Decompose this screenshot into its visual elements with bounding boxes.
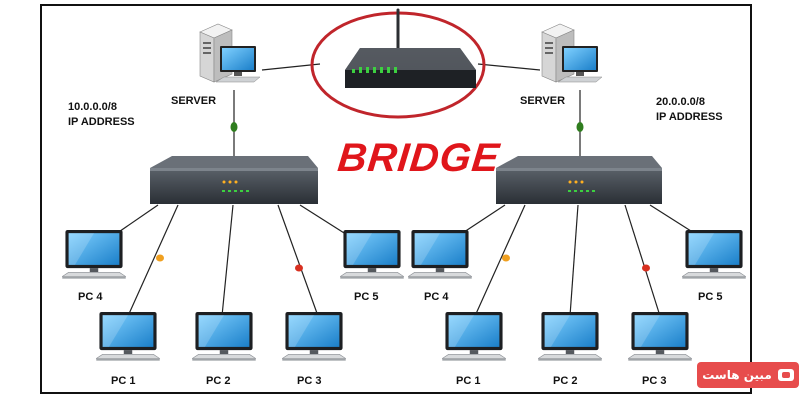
pc5-right-icon xyxy=(682,230,746,280)
right-switch-links xyxy=(454,204,703,317)
pc-label-left-4: PC 4 xyxy=(78,291,103,303)
right-ip-block: 20.0.0.0/8 IP ADDRESS xyxy=(656,95,723,125)
bridge-router-icon xyxy=(310,8,486,119)
bridge-title: BRIDGE xyxy=(335,136,502,180)
pc1-right-icon xyxy=(442,312,506,362)
left-switch-links xyxy=(109,204,353,317)
pc-label-left-2: PC 2 xyxy=(206,375,231,387)
connector-right-pc1 xyxy=(502,254,510,262)
switch-left-icon xyxy=(150,156,318,204)
pc-label-right-3: PC 3 xyxy=(642,375,667,387)
pc-label-left-5: PC 5 xyxy=(354,291,379,303)
pc4-right-icon xyxy=(408,230,472,280)
pc-label-left-3: PC 3 xyxy=(297,375,322,387)
pc-label-right-2: PC 2 xyxy=(553,375,578,387)
left-ip-label: IP ADDRESS xyxy=(68,116,135,128)
pc1-left-icon xyxy=(96,312,160,362)
pc3-right-icon xyxy=(628,312,692,362)
connector-left-pc3 xyxy=(295,264,303,272)
pc4-left-icon xyxy=(62,230,126,280)
pc-label-right-4: PC 4 xyxy=(424,291,449,303)
right-ip-net: 20.0.0.0/8 xyxy=(656,96,705,108)
server-right-icon xyxy=(541,23,603,83)
pc5-left-icon xyxy=(340,230,404,280)
pc-label-left-1: PC 1 xyxy=(111,375,136,387)
watermark-text: مبین هاست xyxy=(702,368,772,382)
server-right-label: SERVER xyxy=(520,95,566,107)
link-server-left-bridge xyxy=(261,63,321,71)
pc2-left-icon xyxy=(192,312,256,362)
watermark-badge: مبین هاست xyxy=(697,362,799,388)
right-ip-label: IP ADDRESS xyxy=(656,111,723,123)
connector-left-top xyxy=(230,122,238,132)
pc2-right-icon xyxy=(538,312,602,362)
pc-label-right-5: PC 5 xyxy=(698,291,723,303)
pc3-left-icon xyxy=(282,312,346,362)
connector-left-pc1 xyxy=(156,254,164,262)
brand-logo-icon xyxy=(777,369,794,381)
server-left-label: SERVER xyxy=(171,95,217,107)
switch-right-icon xyxy=(496,156,662,204)
link-bridge-server-right xyxy=(477,63,541,71)
left-ip-block: 10.0.0.0/8 IP ADDRESS xyxy=(68,100,135,130)
left-ip-net: 10.0.0.0/8 xyxy=(68,101,117,113)
connector-right-top xyxy=(576,122,584,132)
server-left-icon xyxy=(199,23,261,83)
connector-right-pc3 xyxy=(642,264,650,272)
pc-label-right-1: PC 1 xyxy=(456,375,481,387)
